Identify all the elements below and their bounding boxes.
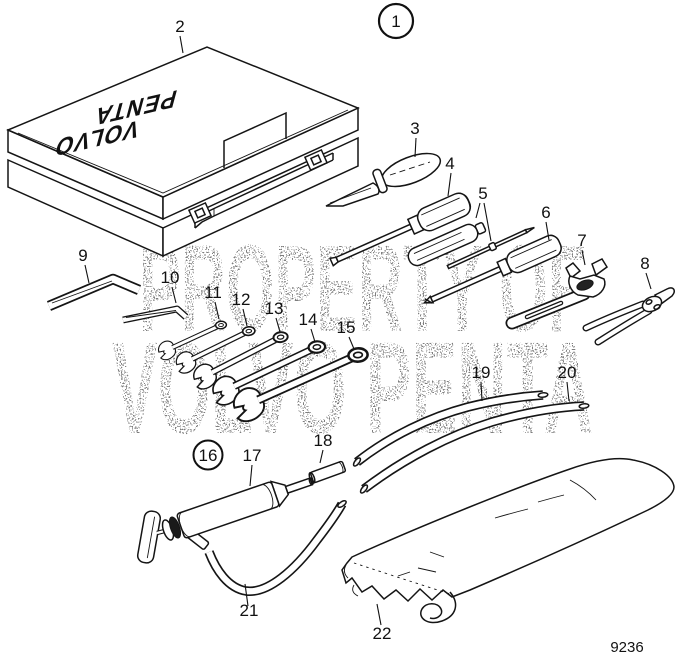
- callout-14: 14: [299, 310, 318, 329]
- callout-19: 19: [472, 363, 491, 382]
- callout-21: 21: [240, 601, 259, 620]
- case-handle-recess: [223, 111, 287, 168]
- pump-t-handle: [136, 510, 162, 564]
- callout-labels: 1 2 3 4 5 6 7 8 9 10 11 12 13 14 15 16 1…: [78, 2, 650, 643]
- test-pin-handle: [407, 222, 487, 267]
- callout-16: 16: [199, 446, 218, 465]
- callout-8: 8: [640, 254, 649, 273]
- tool-bag: [341, 457, 675, 624]
- callout-2: 2: [175, 17, 184, 36]
- pump-hose: [204, 499, 347, 596]
- case-latch-left: [187, 201, 213, 225]
- phillips-screwdriver: [422, 234, 562, 304]
- callout-18: 18: [314, 431, 333, 450]
- callout-12: 12: [232, 290, 251, 309]
- callout-15: 15: [337, 318, 356, 337]
- wrench-11: [154, 316, 230, 363]
- callout-17: 17: [243, 446, 262, 465]
- leader-lines: [84, 35, 652, 626]
- callout-13: 13: [265, 299, 284, 318]
- callout-4: 4: [445, 154, 454, 173]
- pliers: [582, 287, 675, 346]
- oil-pump: [136, 477, 314, 564]
- knife-guard: [372, 168, 388, 194]
- callout-11: 11: [204, 283, 222, 302]
- bag-drawstring: [420, 591, 457, 624]
- test-pin-needle: [446, 226, 535, 270]
- hex-key-small: [122, 305, 189, 324]
- callout-20: 20: [558, 363, 577, 382]
- callout-1: 1: [391, 12, 400, 31]
- figure-ref-circle: 1: [377, 2, 415, 40]
- pump-barrel: [176, 477, 314, 539]
- hose-19: [352, 390, 549, 467]
- knife: [325, 152, 442, 207]
- callout-5: 5: [478, 184, 487, 203]
- callout-10: 10: [161, 268, 180, 287]
- tool-case: VOLVO PENTA: [6, 46, 360, 258]
- watermark-line1: PROPERTY OF: [139, 221, 586, 358]
- test-pin-tool: [407, 222, 535, 270]
- callout-3: 3: [410, 119, 419, 138]
- adjustable-wrench: [505, 258, 609, 330]
- hose-20: [359, 401, 590, 494]
- wrench-14: [207, 334, 331, 410]
- drawing-number: 9236: [610, 639, 643, 656]
- callout-7: 7: [577, 231, 586, 250]
- wrench-15: [227, 340, 374, 427]
- callout-6: 6: [541, 203, 550, 222]
- callout-22: 22: [373, 624, 392, 643]
- flat-screwdriver: [328, 192, 472, 267]
- hose-connector: [308, 460, 347, 484]
- wrench-13: [188, 326, 293, 393]
- callout-9: 9: [78, 246, 87, 265]
- group-ref-circle: 16: [192, 439, 224, 471]
- hex-key-large: [46, 273, 142, 311]
- case-latch-right: [303, 148, 329, 172]
- wrench-12: [171, 321, 259, 377]
